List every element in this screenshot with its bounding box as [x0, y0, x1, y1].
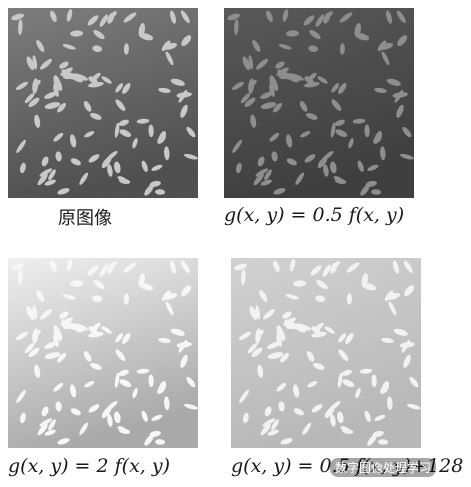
darkened-image-caption: g(x, y) = 0.5 f(x, y): [224, 204, 405, 226]
watermark: 数字图像处理学习: [330, 458, 437, 477]
image-noise: [8, 8, 198, 198]
darkened-image-graphic: [224, 8, 414, 198]
original-image: [8, 8, 198, 198]
offset-image: [231, 258, 421, 448]
brightened-image-graphic: [8, 258, 198, 448]
offset-image-graphic: [231, 258, 421, 448]
darkened-image: [224, 8, 414, 198]
brightened-image: [8, 258, 198, 448]
image-noise: [224, 8, 414, 198]
image-noise: [8, 258, 198, 448]
original-image-caption: 原图像: [58, 208, 112, 229]
offset-image-caption: g(x, y) = 0.5 f(x, y)+128: [231, 455, 464, 477]
image-noise: [231, 258, 421, 448]
original-image-graphic: [8, 8, 198, 198]
brightened-image-caption: g(x, y) = 2 f(x, y): [8, 455, 171, 477]
